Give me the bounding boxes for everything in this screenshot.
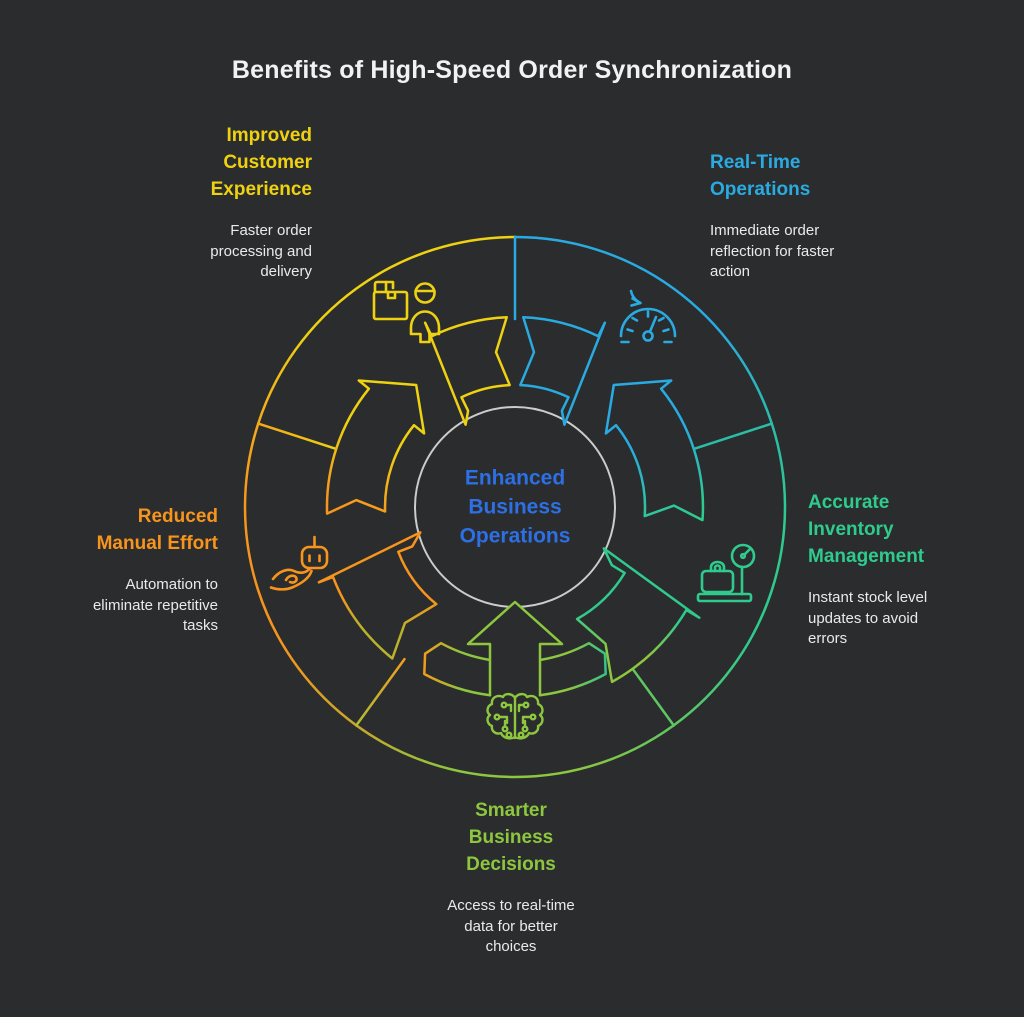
- page-title: Benefits of High-Speed Order Synchroniza…: [231, 56, 793, 84]
- brain-circuit-icon: [486, 692, 544, 740]
- cycle-arrow-orange: [317, 531, 438, 660]
- segment-title: Accurate Inventory Management: [808, 492, 925, 567]
- wheel-rings-and-arrows: [243, 235, 787, 779]
- segment-title: Smarter Business Decisions: [466, 800, 556, 875]
- hand-robot-icon: [269, 535, 329, 591]
- chain-arrow-green-to-blue: [604, 379, 705, 522]
- cycle-arrow-blue: [519, 315, 607, 426]
- speedometer-icon: [619, 289, 677, 344]
- segment-description: Faster order processing and delivery: [210, 222, 312, 280]
- segment-label-improved-customer-experience: Improved Customer Experience Faster orde…: [210, 122, 312, 283]
- segment-label-reduced-manual-effort: Reduced Manual Effort Automation to elim…: [93, 503, 218, 637]
- chain-arrow-orange-to-yellow: [325, 379, 426, 515]
- cycle-arrow-green: [575, 547, 701, 684]
- outer-ring-arc: [672, 422, 787, 727]
- lime-arrow-left-wing: [423, 641, 492, 697]
- segment-title: Reduced Manual Effort: [96, 506, 218, 554]
- segment-label-smarter-business-decisions: Smarter Business Decisions Access to rea…: [361, 797, 661, 958]
- segment-description: Access to real-time data for better choi…: [447, 897, 575, 955]
- delivery-person-icon: [372, 280, 441, 344]
- outer-ring-arc: [513, 235, 774, 425]
- outer-ring-arc: [256, 235, 517, 425]
- segment-label-real-time-operations: Real-Time Operations Immediate order ref…: [710, 149, 834, 283]
- segment-divider: [355, 657, 406, 727]
- weighing-scale-icon: [696, 543, 756, 603]
- segment-title: Real-Time Operations: [710, 152, 811, 200]
- segment-description: Automation to eliminate repetitive tasks: [92, 576, 218, 634]
- center-hub-label: Enhanced Business Operations: [459, 466, 571, 548]
- cycle-arrow-yellow: [423, 315, 511, 426]
- lime-arrow-right-wing: [538, 641, 607, 697]
- segment-divider: [692, 422, 774, 451]
- cycle-diagram: [243, 235, 787, 779]
- segment-description: Instant stock level updates to avoid err…: [808, 589, 928, 647]
- segment-label-accurate-inventory-management: Accurate Inventory Management Instant st…: [808, 489, 927, 650]
- segment-divider: [256, 422, 338, 451]
- outer-ring-arc: [355, 724, 675, 779]
- segment-divider: [624, 657, 675, 727]
- segment-description: Immediate order reflection for faster ac…: [710, 222, 835, 280]
- cycle-arrow-lime: [466, 600, 564, 697]
- outer-ring-arc: [243, 422, 358, 727]
- segment-title: Improved Customer Experience: [210, 125, 312, 200]
